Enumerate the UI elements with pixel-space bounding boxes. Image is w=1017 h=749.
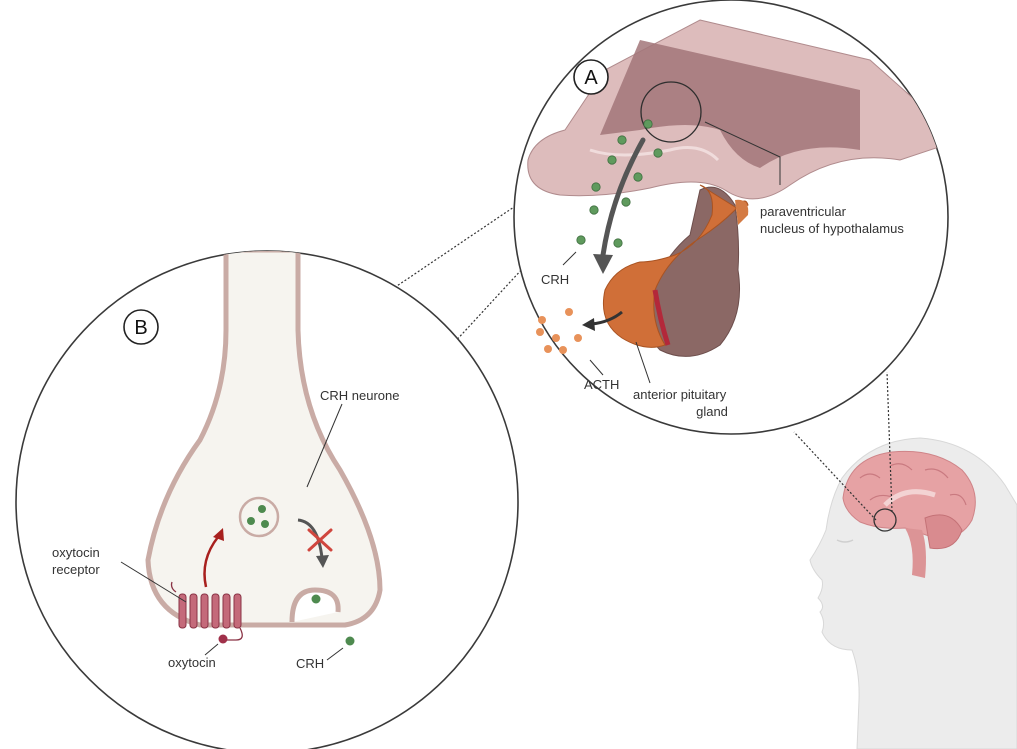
crh-label-b: CRH — [296, 656, 324, 671]
panel-a: paraventricular nucleus of hypothalamus … — [514, 0, 960, 434]
pvn-label-line1: paraventricular — [760, 204, 847, 219]
badge-b-text: B — [134, 317, 147, 339]
panel-b: CRH neurone oxytocin receptor oxytocin C… — [16, 250, 518, 749]
oxytocin-receptor-label-line1: oxytocin — [52, 545, 100, 560]
crh-neurone-label: CRH neurone — [320, 388, 400, 403]
pituitary-label-line2: gland — [696, 404, 728, 419]
oxytocin-molecule — [219, 635, 228, 644]
oxytocin-receptor-label-line2: receptor — [52, 562, 100, 577]
pvn-label-line2: nucleus of hypothalamus — [760, 221, 904, 236]
oxytocin-label: oxytocin — [168, 655, 216, 670]
badge-a-text: A — [584, 67, 598, 89]
crh-label-a: CRH — [541, 272, 569, 287]
acth-label: ACTH — [584, 377, 619, 392]
free-crh — [346, 637, 355, 646]
head-illustration — [810, 438, 1017, 749]
crh-vesicle — [240, 498, 278, 536]
pituitary-label-line1: anterior pituitary — [633, 387, 727, 402]
